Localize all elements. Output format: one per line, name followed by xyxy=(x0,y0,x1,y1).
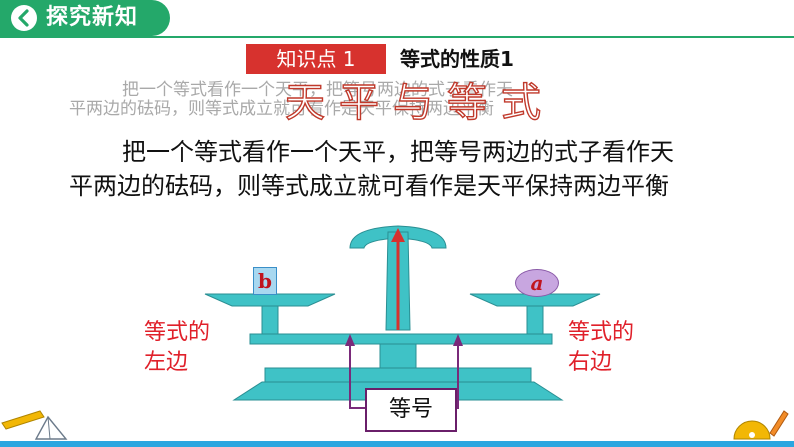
body-text-line-2: 平两边的砝码，则等式成立就可看作是天平保持两边平衡 xyxy=(69,172,669,200)
left-pan-stem xyxy=(261,305,279,337)
body-text-line-1: 把一个等式看作一个天平，把等号两边的式子看作天 xyxy=(122,138,674,166)
header-divider xyxy=(0,36,794,38)
equal-arrow-left xyxy=(345,334,355,346)
right-pan-stem xyxy=(526,305,544,337)
section-title: 探究新知 xyxy=(46,5,139,30)
scale-beam xyxy=(249,333,553,345)
equal-sign-label: 等号 xyxy=(365,388,457,432)
right-label-line-2: 右边 xyxy=(568,350,613,375)
ruler-pyramid-icon xyxy=(1,410,68,440)
right-weight-a: a xyxy=(515,269,559,297)
knowledge-point-title: 等式的性质1 xyxy=(400,47,514,71)
scale-column xyxy=(379,343,417,369)
bottom-divider xyxy=(0,441,794,447)
left-side-label: 等式的 左边 xyxy=(144,318,210,378)
header: 探究新知 xyxy=(0,0,794,40)
scale-and-equation-title: 天平与等式 xyxy=(284,79,555,126)
right-side-label: 等式的 右边 xyxy=(568,318,634,378)
right-label-line-1: 等式的 xyxy=(568,320,635,345)
equal-arrow-right xyxy=(453,334,463,346)
left-pan xyxy=(204,293,336,307)
knowledge-point-badge: 知识点 1 xyxy=(246,44,386,74)
left-weight-b: b xyxy=(253,267,277,295)
scale-base-upper xyxy=(264,367,532,383)
ghost-text-line-2: 平两边的砝码，则等式成立就可看作是天平保持两边平衡 xyxy=(69,99,494,119)
ghost-text-line-1: 把一个等式看作一个天平，把等号两边的式子看作天 xyxy=(122,80,513,100)
equal-connector-left xyxy=(349,342,365,409)
left-label-line-2: 左边 xyxy=(144,350,189,375)
scale-pointer-head xyxy=(391,228,405,242)
left-label-line-1: 等式的 xyxy=(144,320,211,345)
right-pan xyxy=(469,293,601,307)
back-arrow-icon[interactable] xyxy=(11,5,37,31)
protractor-pencil-icon xyxy=(733,410,789,440)
